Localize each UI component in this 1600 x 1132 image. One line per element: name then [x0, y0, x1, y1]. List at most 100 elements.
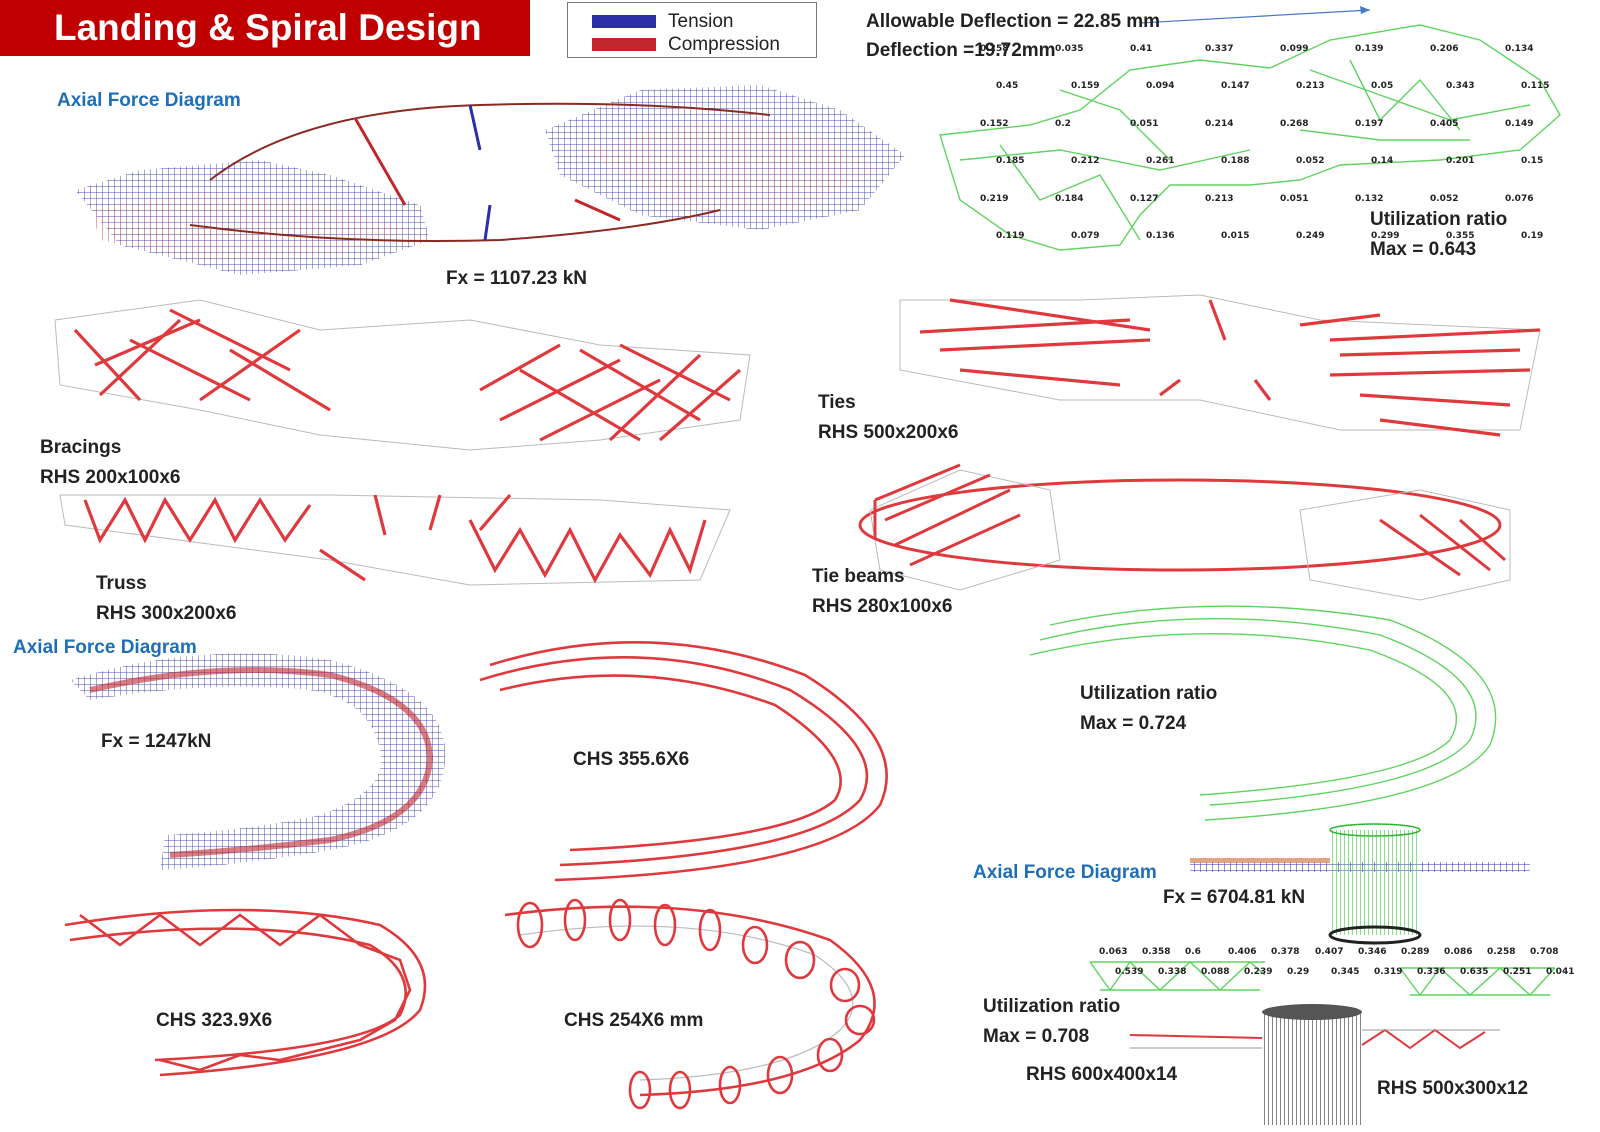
legend-item-compression: Compression — [592, 34, 780, 55]
column-utilization-label: Utilization ratio — [983, 996, 1121, 1017]
utilization-value: 0.086 — [1444, 947, 1473, 957]
utilization-value: 0.355 — [1446, 231, 1475, 241]
column-utilization-diagram — [1089, 960, 1556, 997]
landing-axial-force-diagram — [75, 85, 905, 275]
utilization-value: 0.088 — [1201, 967, 1230, 977]
spiral-chs-355-diagram — [479, 641, 888, 882]
spiral-utilization-max: Max = 0.724 — [1080, 713, 1187, 734]
utilization-value: 0.343 — [1446, 81, 1475, 91]
legend-label-tension: Tension — [668, 11, 734, 32]
utilization-value: 0.45 — [996, 81, 1019, 91]
tie-beams-diagram — [858, 463, 1511, 601]
utilization-value: 0.094 — [1146, 81, 1175, 91]
utilization-value: 0.405 — [1430, 119, 1459, 129]
utilization-value: 0.051 — [1130, 119, 1159, 129]
legend-swatch-tension — [592, 15, 656, 29]
utilization-value: 0.539 — [1115, 967, 1144, 977]
utilization-value: 0.185 — [996, 156, 1025, 166]
utilization-value: 0.136 — [1146, 231, 1175, 241]
legend: Tension Compression — [567, 2, 817, 58]
utilization-value: 0.708 — [1530, 947, 1559, 957]
bracings-section: RHS 200x100x6 — [40, 467, 181, 488]
utilization-value: 0.249 — [1296, 231, 1325, 241]
deflection-arrow — [1139, 6, 1371, 24]
column-force-label: Fx = 6704.81 kN — [1163, 887, 1306, 908]
utilization-value: 0.15 — [1521, 156, 1544, 166]
spiral-utilization-diagram — [1029, 605, 1497, 821]
utilization-value: 0.635 — [1460, 967, 1489, 977]
tie-beams-name: Tie beams — [812, 566, 905, 587]
utilization-value: 0.079 — [1071, 231, 1100, 241]
page-title: Landing & Spiral Design — [0, 0, 530, 56]
utilization-value: 0.041 — [1546, 967, 1575, 977]
utilization-value: 0.206 — [1430, 44, 1459, 54]
utilization-value: 0.132 — [1355, 194, 1384, 204]
legend-swatch-compression — [592, 38, 656, 52]
utilization-value: 0.337 — [1205, 44, 1234, 54]
utilization-value: 0.378 — [1271, 947, 1300, 957]
utilization-value: 0.289 — [1401, 947, 1430, 957]
utilization-value: 0.14 — [1371, 156, 1394, 166]
utilization-value: 0.201 — [1446, 156, 1475, 166]
utilization-value: 0.139 — [1355, 44, 1384, 54]
axial-force-heading-column: Axial Force Diagram — [973, 862, 1157, 883]
spiral-utilization-label: Utilization ratio — [1080, 683, 1218, 704]
utilization-value: 0.127 — [1130, 194, 1159, 204]
utilization-value: 0.159 — [1071, 81, 1100, 91]
chs-355-label: CHS 355.6X6 — [573, 749, 690, 770]
chs-254-label: CHS 254X6 mm — [564, 1010, 704, 1031]
column-axial-force-diagram — [1190, 823, 1530, 945]
utilization-value: 0.052 — [1430, 194, 1459, 204]
utilization-value: 0.406 — [1228, 947, 1257, 957]
utilization-value: 0.41 — [1130, 44, 1153, 54]
utilization-value: 0.407 — [1315, 947, 1344, 957]
allowable-deflection-label: Allowable Deflection = 22.85 mm — [866, 11, 1161, 32]
utilization-value: 0.197 — [1355, 119, 1384, 129]
utilization-value: 0.147 — [1221, 81, 1250, 91]
utilization-value: 0.188 — [1221, 156, 1250, 166]
landing-force-label: Fx = 1107.23 kN — [446, 268, 588, 289]
axial-force-heading-landing: Axial Force Diagram — [57, 90, 241, 111]
utilization-value: 0.115 — [1521, 81, 1550, 91]
rhs-600-label: RHS 600x400x14 — [1026, 1064, 1178, 1085]
utilization-value: 0.6 — [1185, 947, 1201, 957]
utilization-value: 0.052 — [1296, 156, 1325, 166]
column-utilization-max: Max = 0.708 — [983, 1026, 1090, 1047]
ties-section: RHS 500x200x6 — [818, 422, 959, 443]
truss-section: RHS 300x200x6 — [96, 603, 237, 624]
utilization-value: 0.152 — [980, 119, 1009, 129]
truss-diagram — [59, 493, 731, 586]
ties-diagram — [899, 294, 1541, 437]
axial-force-heading-spiral: Axial Force Diagram — [13, 637, 197, 658]
chs-323-label: CHS 323.9X6 — [156, 1010, 273, 1031]
deflection-label: Deflection =19.72mm — [866, 40, 1056, 61]
utilization-value: 0.219 — [980, 194, 1009, 204]
utilization-value: 0.258 — [1487, 947, 1516, 957]
utilization-value: 0.149 — [1505, 119, 1534, 129]
landing-utilization-diagram — [939, 24, 1561, 251]
truss-name: Truss — [96, 573, 147, 594]
utilization-value: 0.063 — [1099, 947, 1128, 957]
utilization-value: 0.099 — [1280, 44, 1309, 54]
utilization-value: 0.299 — [1371, 231, 1400, 241]
utilization-value: 0.212 — [1071, 156, 1100, 166]
utilization-value: 0.035 — [1055, 44, 1084, 54]
column-rhs-diagram — [1129, 1004, 1500, 1125]
utilization-value: 0.346 — [1358, 947, 1387, 957]
spiral-axial-force-diagram — [70, 653, 446, 870]
utilization-value: 0.319 — [1374, 967, 1403, 977]
utilization-value: 0.336 — [1417, 967, 1446, 977]
utilization-value: 0.119 — [996, 231, 1025, 241]
ties-name: Ties — [818, 392, 856, 413]
tie-beams-section: RHS 280x100x6 — [812, 596, 953, 617]
legend-label-compression: Compression — [668, 34, 780, 55]
utilization-value: 0.251 — [1503, 967, 1532, 977]
utilization-value: 0.213 — [1296, 81, 1325, 91]
utilization-value: 0.345 — [1331, 967, 1360, 977]
landing-utilization-label: Utilization ratio — [1370, 209, 1508, 230]
utilization-value: 0.268 — [1280, 119, 1309, 129]
utilization-value: 0.214 — [1205, 119, 1234, 129]
utilization-value: 0.05 — [1371, 81, 1394, 91]
utilization-value: 0.015 — [1221, 231, 1250, 241]
